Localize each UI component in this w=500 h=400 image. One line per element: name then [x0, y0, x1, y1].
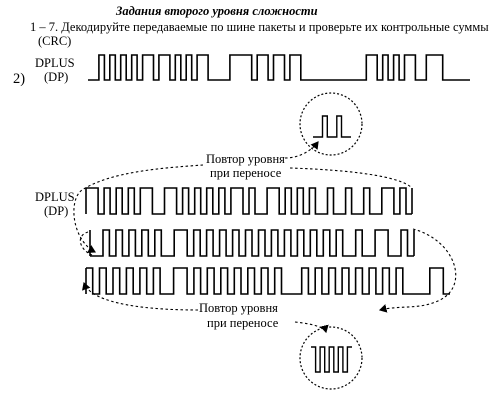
page-title: Задания второго уровня сложности — [116, 4, 318, 18]
connector-bottom-left — [82, 281, 199, 311]
signal-label-bottom-sub: (DP) — [44, 204, 69, 218]
annotation-top-line-2: при переносе — [210, 166, 282, 180]
waveform-packet-2-row-3 — [86, 267, 450, 295]
connector-top-right — [289, 167, 413, 189]
connector-bottom-zoom — [294, 321, 329, 334]
zoom-circle-bottom — [299, 326, 363, 390]
task-text-line-2: (CRC) — [38, 34, 72, 48]
signal-label-top-name: DPLUS — [35, 56, 75, 70]
waveform-zoom-bottom — [311, 346, 352, 373]
signal-label-bottom-name: DPLUS — [35, 190, 75, 204]
annotation-top-line-1: Повтор уровня — [206, 152, 285, 166]
signal-label-top-sub: (DP) — [44, 70, 69, 84]
waveform-zoom-top — [313, 115, 351, 138]
task-text-line-1: 1 – 7. Декодируйте передаваемые по шине … — [30, 20, 489, 34]
connector-top-zoom — [284, 141, 319, 159]
connector-right-loop — [378, 228, 457, 313]
waveform-packet-2-row-2 — [90, 229, 414, 257]
task-number: 2) — [13, 71, 26, 87]
zoom-circle-top — [299, 92, 363, 156]
connector-top-left — [73, 164, 204, 253]
waveform-packet-2-row-1 — [86, 187, 412, 215]
annotation-bottom-line-1: Повтор уровня — [199, 301, 278, 315]
annotation-bottom-line-2: при переносе — [207, 316, 279, 330]
waveform-packet-1 — [88, 54, 470, 81]
